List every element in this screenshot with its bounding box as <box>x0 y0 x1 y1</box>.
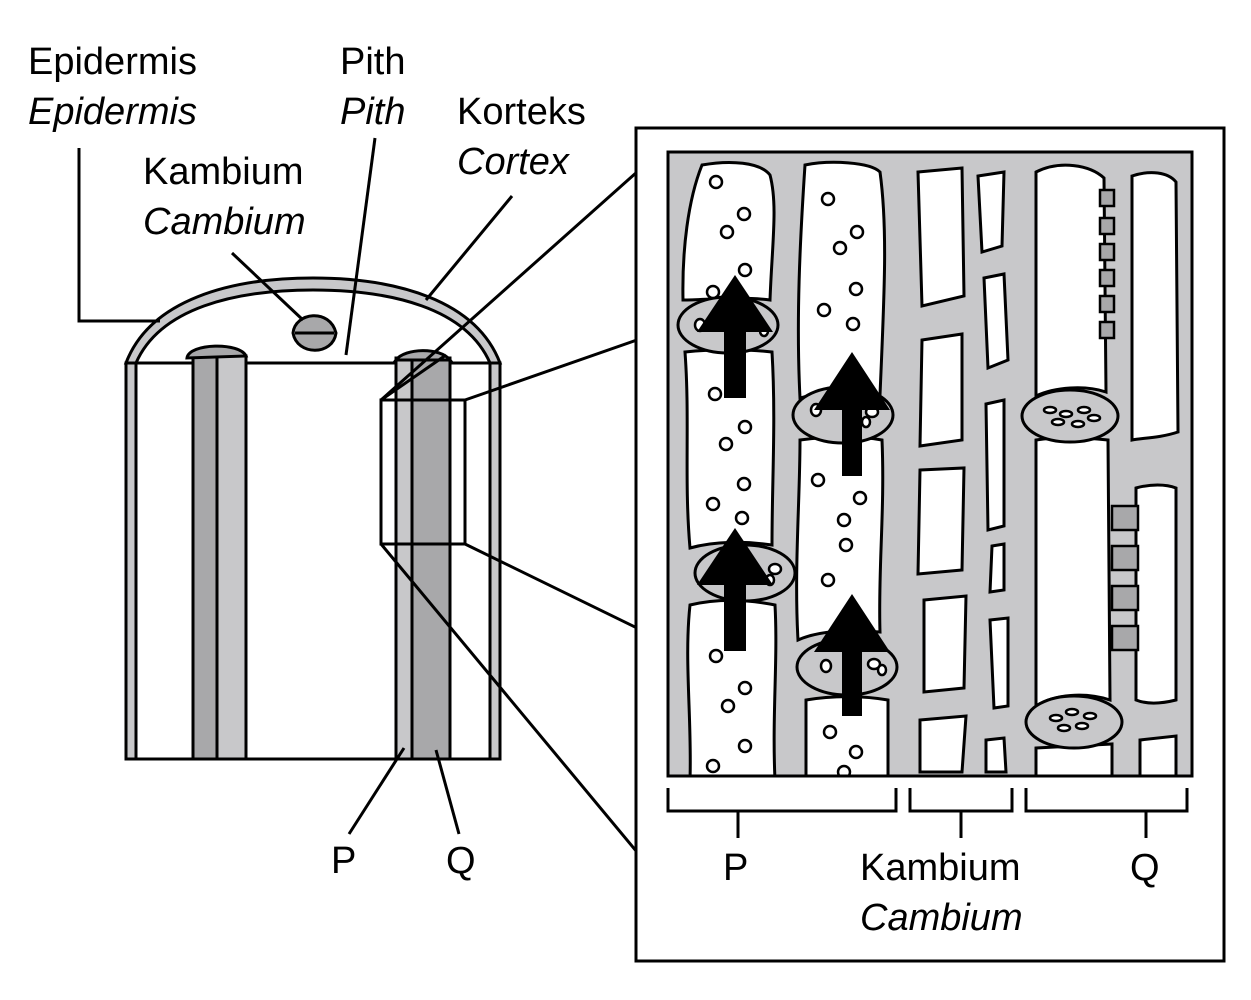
label-q-stem: Q <box>446 840 476 882</box>
inset-tissue <box>666 150 1194 778</box>
epidermis-leader <box>77 148 160 323</box>
epidermis-strip-left <box>124 361 138 761</box>
vascular-right-cap <box>392 349 454 362</box>
label-epidermis-en: Epidermis <box>28 91 197 133</box>
cambium-leader <box>230 251 305 322</box>
arrow-up-4 <box>814 594 890 716</box>
xylem-vessels <box>1020 163 1180 776</box>
zoom-connector-1 <box>380 170 638 402</box>
vascular-right-dark <box>410 356 452 761</box>
vascular-left-dark <box>191 354 219 761</box>
label-kambium: Kambium <box>143 151 304 193</box>
label-cortex-en: Cortex <box>457 141 571 183</box>
p-cell-lumen <box>795 435 885 643</box>
zoom-box-top-edge <box>380 353 447 402</box>
text-labels: Epidermis Epidermis Pith Pith Korteks Co… <box>28 41 1160 939</box>
zoom-connector-3 <box>464 542 638 630</box>
label-pith: Pith <box>340 41 405 83</box>
zoom-region-box <box>379 398 467 546</box>
vascular-left-cap <box>185 344 249 360</box>
label-q-inset: Q <box>1130 847 1160 889</box>
q-leader <box>434 749 461 835</box>
label-cambium-inset-en: Cambium <box>860 897 1023 939</box>
arrow-up-1 <box>697 275 773 398</box>
arrow-up-3 <box>814 352 890 476</box>
vascular-right-light <box>394 356 414 761</box>
leader-lines <box>77 137 639 853</box>
label-p-inset: P <box>723 847 748 889</box>
label-epidermis: Epidermis <box>28 41 197 83</box>
transport-arrows <box>697 275 890 716</box>
p-bracket <box>666 788 898 813</box>
tissue-border <box>666 150 1194 778</box>
label-korteks: Korteks <box>457 91 586 133</box>
p-cell-lumen <box>796 160 887 400</box>
label-p-stem: P <box>331 840 356 882</box>
sieve-tube-particles <box>705 174 868 776</box>
arrow-up-2 <box>697 528 773 651</box>
zoom-connector-4 <box>379 543 639 853</box>
cambium-cells <box>916 166 1010 774</box>
pith-leader <box>344 137 377 356</box>
q-bracket <box>1024 788 1189 813</box>
label-pith-en: Pith <box>340 91 405 133</box>
label-cambium-en: Cambium <box>143 201 306 243</box>
vascular-left-light <box>215 354 248 761</box>
label-kambium-inset: Kambium <box>860 847 1021 889</box>
inset-brackets <box>666 788 1189 838</box>
cortex-leader <box>424 195 514 301</box>
p-leader <box>347 747 406 835</box>
zoom-connector-2 <box>464 338 638 402</box>
stem-cylinder <box>123 276 503 761</box>
